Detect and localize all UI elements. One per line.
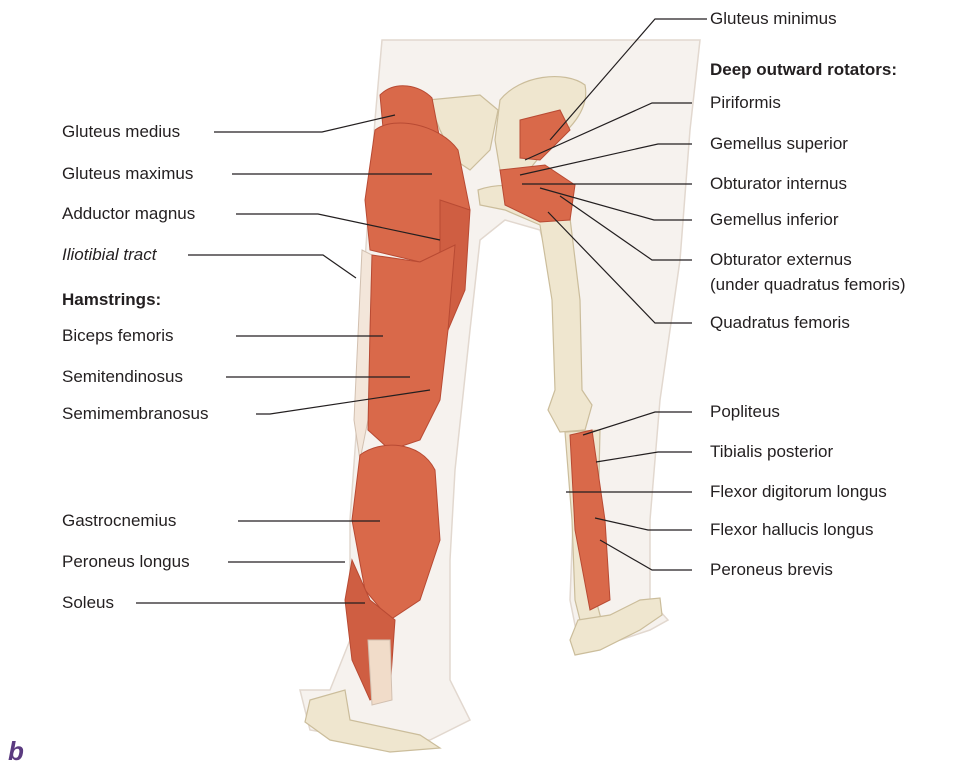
label-peroneus-longus: Peroneus longus — [62, 552, 190, 572]
heading-hamstrings: Hamstrings: — [62, 290, 161, 310]
label-soleus: Soleus — [62, 593, 114, 613]
label-piriformis: Piriformis — [710, 93, 781, 113]
leader-iliotibial-tract — [188, 255, 356, 278]
label-semimembranosus: Semimembranosus — [62, 404, 208, 424]
label-gemellus-superior: Gemellus superior — [710, 134, 848, 154]
label-gemellus-inferior: Gemellus inferior — [710, 210, 839, 230]
label-semitendinosus: Semitendinosus — [62, 367, 183, 387]
label-flexor-hallucis-longus: Flexor hallucis longus — [710, 520, 873, 540]
label-obturator-externus: Obturator externus — [710, 250, 852, 270]
label-adductor-magnus: Adductor magnus — [62, 204, 195, 224]
heading-deep-outward-rotators: Deep outward rotators: — [710, 60, 897, 80]
label-biceps-femoris: Biceps femoris — [62, 326, 173, 346]
label-obturator-internus: Obturator internus — [710, 174, 847, 194]
label-peroneus-brevis: Peroneus brevis — [710, 560, 833, 580]
label-flexor-digitorum-longus: Flexor digitorum longus — [710, 482, 887, 502]
leader-gluteus-medius — [214, 115, 395, 132]
label-obturator-externus-note: (under quadratus femoris) — [710, 275, 906, 295]
achilles-tendon — [368, 640, 392, 705]
label-gluteus-maximus: Gluteus maximus — [62, 164, 193, 184]
label-gluteus-minimus: Gluteus minimus — [710, 9, 837, 29]
label-popliteus: Popliteus — [710, 402, 780, 422]
panel-letter: b — [8, 736, 24, 767]
label-gluteus-medius: Gluteus medius — [62, 122, 180, 142]
label-quadratus-femoris: Quadratus femoris — [710, 313, 850, 333]
label-tibialis-posterior: Tibialis posterior — [710, 442, 833, 462]
label-gastrocnemius: Gastrocnemius — [62, 511, 176, 531]
label-iliotibial-tract: Iliotibial tract — [62, 245, 156, 265]
